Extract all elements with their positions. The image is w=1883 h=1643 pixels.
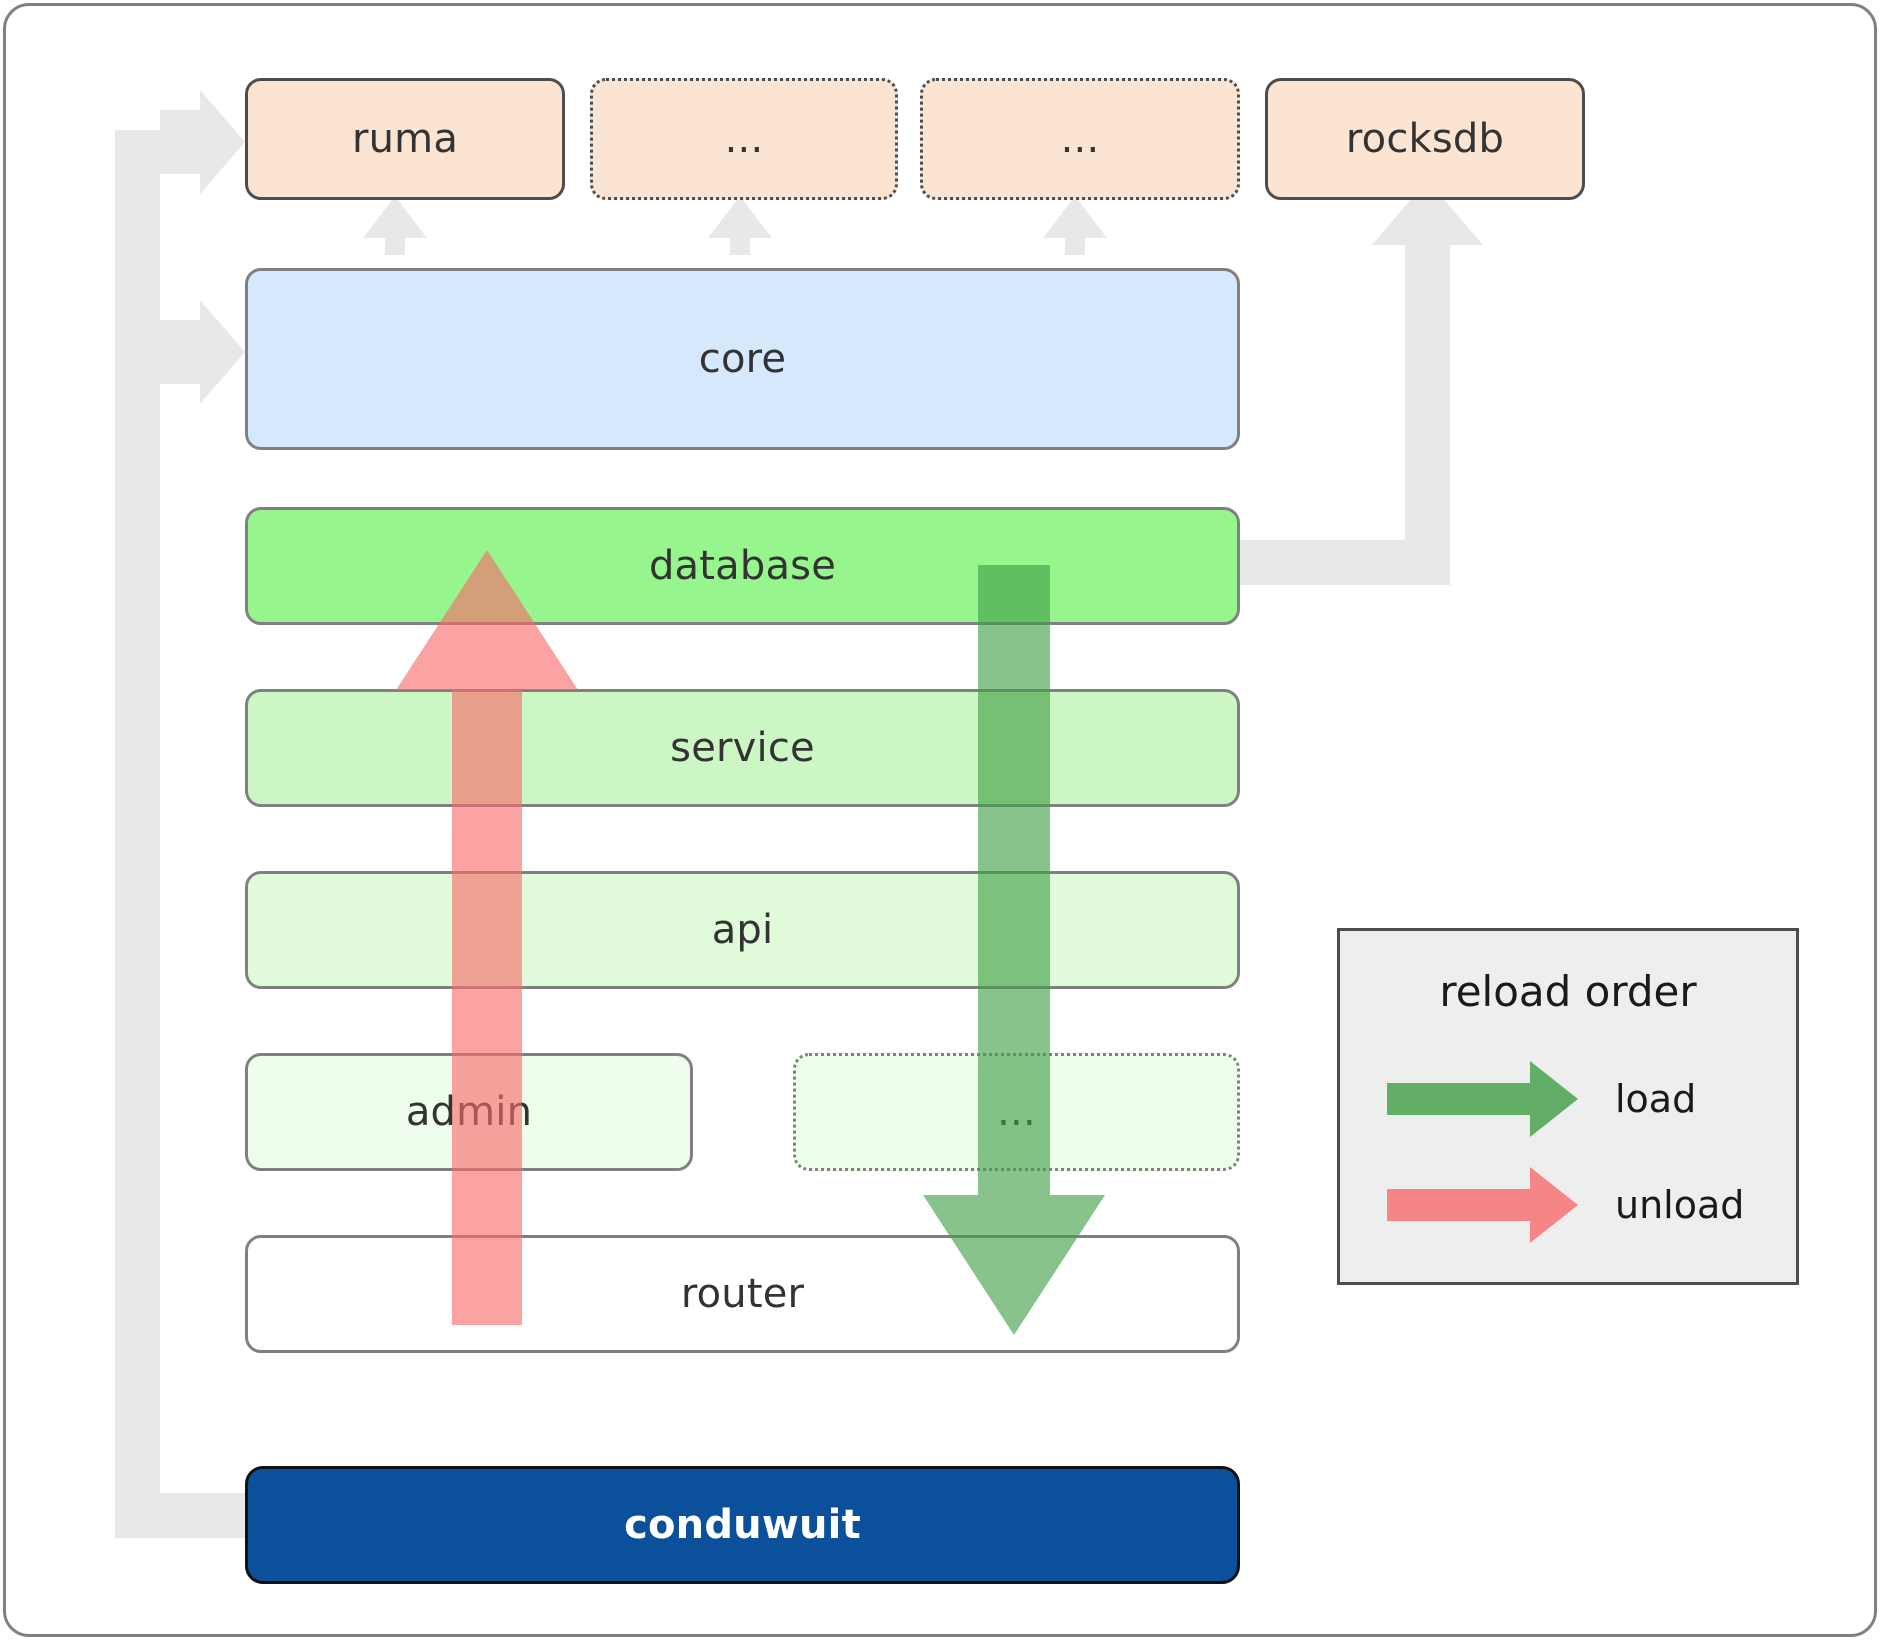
layer-label: database bbox=[648, 543, 837, 589]
dependency-label: ruma bbox=[351, 116, 459, 162]
dependency-label: ... bbox=[724, 116, 764, 162]
layer-label: core bbox=[698, 336, 787, 382]
layer-box-core[interactable]: core bbox=[245, 268, 1240, 450]
layer-label: router bbox=[680, 1271, 805, 1317]
layer-box-router[interactable]: router bbox=[245, 1235, 1240, 1353]
layer-box-service[interactable]: service bbox=[245, 689, 1240, 807]
dependency-box-rocksdb[interactable]: rocksdb bbox=[1265, 78, 1585, 200]
layer-label: service bbox=[670, 725, 815, 771]
layer-label: api bbox=[711, 907, 774, 953]
dependency-label: rocksdb bbox=[1345, 116, 1505, 162]
legend-arrow-icons bbox=[1387, 1061, 1578, 1243]
legend-label-unload: unload bbox=[1615, 1183, 1745, 1227]
dependency-box-more-2[interactable]: ... bbox=[920, 78, 1240, 200]
root-label: conduwuit bbox=[624, 1502, 861, 1548]
layer-box-more[interactable]: ... bbox=[793, 1053, 1240, 1171]
dependency-box-more-1[interactable]: ... bbox=[590, 78, 898, 200]
unload-arrow-icon bbox=[1387, 1167, 1578, 1243]
dependency-label: ... bbox=[1060, 116, 1100, 162]
dependency-box-ruma[interactable]: ruma bbox=[245, 78, 565, 200]
layer-box-database[interactable]: database bbox=[245, 507, 1240, 625]
legend-title: reload order bbox=[1439, 967, 1697, 1016]
layer-label: ... bbox=[997, 1089, 1036, 1135]
layer-label: admin bbox=[405, 1089, 533, 1135]
root-box-conduwuit[interactable]: conduwuit bbox=[245, 1466, 1240, 1584]
layer-box-api[interactable]: api bbox=[245, 871, 1240, 989]
legend-panel: reload order load unload bbox=[1337, 928, 1799, 1285]
load-arrow-icon bbox=[1387, 1061, 1578, 1137]
legend-label-load: load bbox=[1615, 1077, 1697, 1121]
layer-box-admin[interactable]: admin bbox=[245, 1053, 693, 1171]
